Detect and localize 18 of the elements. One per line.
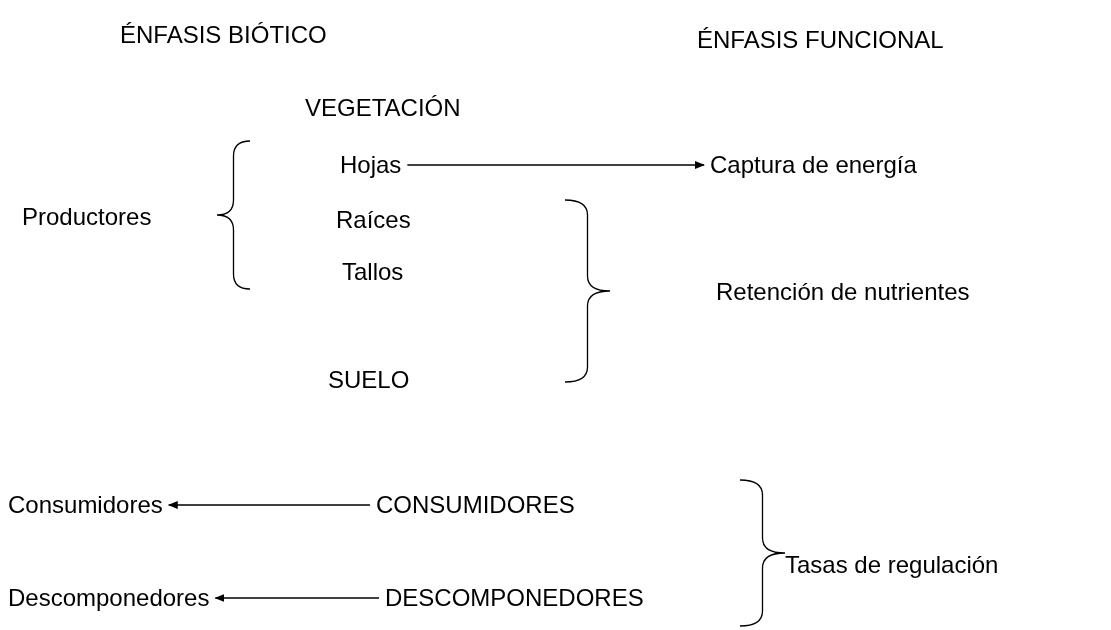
arrow xyxy=(406,161,705,169)
part-label: Tallos xyxy=(342,258,404,286)
arrow xyxy=(167,501,371,509)
group-label: DESCOMPONEDORES xyxy=(385,584,644,612)
function-label: Retención de nutrientes xyxy=(716,278,970,306)
function-label: Captura de energía xyxy=(710,151,917,179)
trophic-label: Consumidores xyxy=(8,491,163,519)
trophic-label: Descomponedores xyxy=(8,584,210,612)
function-label: Tasas de regulación xyxy=(785,551,999,579)
column-heading: ÉNFASIS BIÓTICO xyxy=(120,21,327,49)
column-heading: ÉNFASIS FUNCIONAL xyxy=(697,26,944,54)
part-label: Raíces xyxy=(336,206,411,234)
group-label: SUELO xyxy=(328,366,410,394)
trophic-label: Productores xyxy=(22,203,152,231)
group-label: VEGETACIÓN xyxy=(305,94,461,122)
arrow xyxy=(214,594,380,602)
part-label: Hojas xyxy=(340,151,402,179)
group-label: CONSUMIDORES xyxy=(376,491,575,519)
